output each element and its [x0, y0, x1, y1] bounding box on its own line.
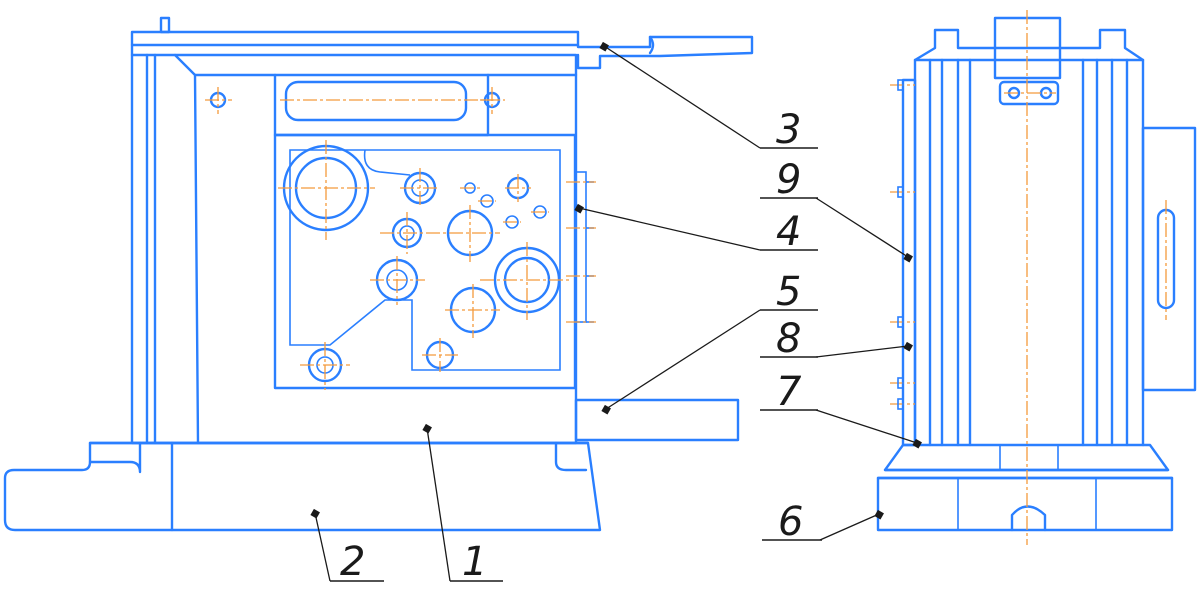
column-side-bolts: [566, 171, 596, 323]
top-rail-break: [648, 35, 655, 55]
base-left-foot: [88, 441, 142, 474]
front-view: [3, 16, 754, 532]
callout-5: 5: [776, 269, 801, 315]
side-bracket: [574, 398, 740, 442]
side-view: [876, 10, 1197, 545]
front-centerlines: [205, 87, 570, 390]
callout-1: 1: [462, 539, 487, 585]
gear-window: [273, 133, 577, 390]
leader-lines: [310, 41, 922, 582]
callout-4: 4: [776, 209, 801, 255]
gear-cover-rib: [363, 149, 411, 176]
side-column-ribs: [928, 58, 1129, 447]
callout-2: 2: [340, 539, 365, 585]
callout-3: 3: [776, 107, 801, 153]
gear-window-inner: [289, 149, 561, 371]
upper-slot: [284, 80, 468, 122]
column-slope-edge: [173, 53, 200, 445]
base-plate-outline: [3, 441, 602, 532]
callout-7: 7: [776, 369, 802, 415]
side-head-block: [993, 46, 1062, 80]
top-rail: [130, 30, 754, 70]
callout-labels: 3 9 4 5 8 7 6 1 2: [340, 107, 803, 585]
callout-6: 6: [778, 499, 803, 545]
side-base-slot: [1010, 505, 1047, 532]
side-base: [876, 476, 1174, 532]
top-pin: [159, 16, 171, 34]
callout-8: 8: [776, 316, 801, 362]
base-right-lug: [554, 441, 588, 472]
upper-pocket: [273, 73, 490, 137]
side-flange: [1141, 126, 1197, 392]
side-head-plate: [998, 80, 1060, 106]
side-cover-plate: [901, 78, 917, 447]
callout-9: 9: [776, 157, 801, 203]
side-cover-bolts: [890, 79, 915, 410]
